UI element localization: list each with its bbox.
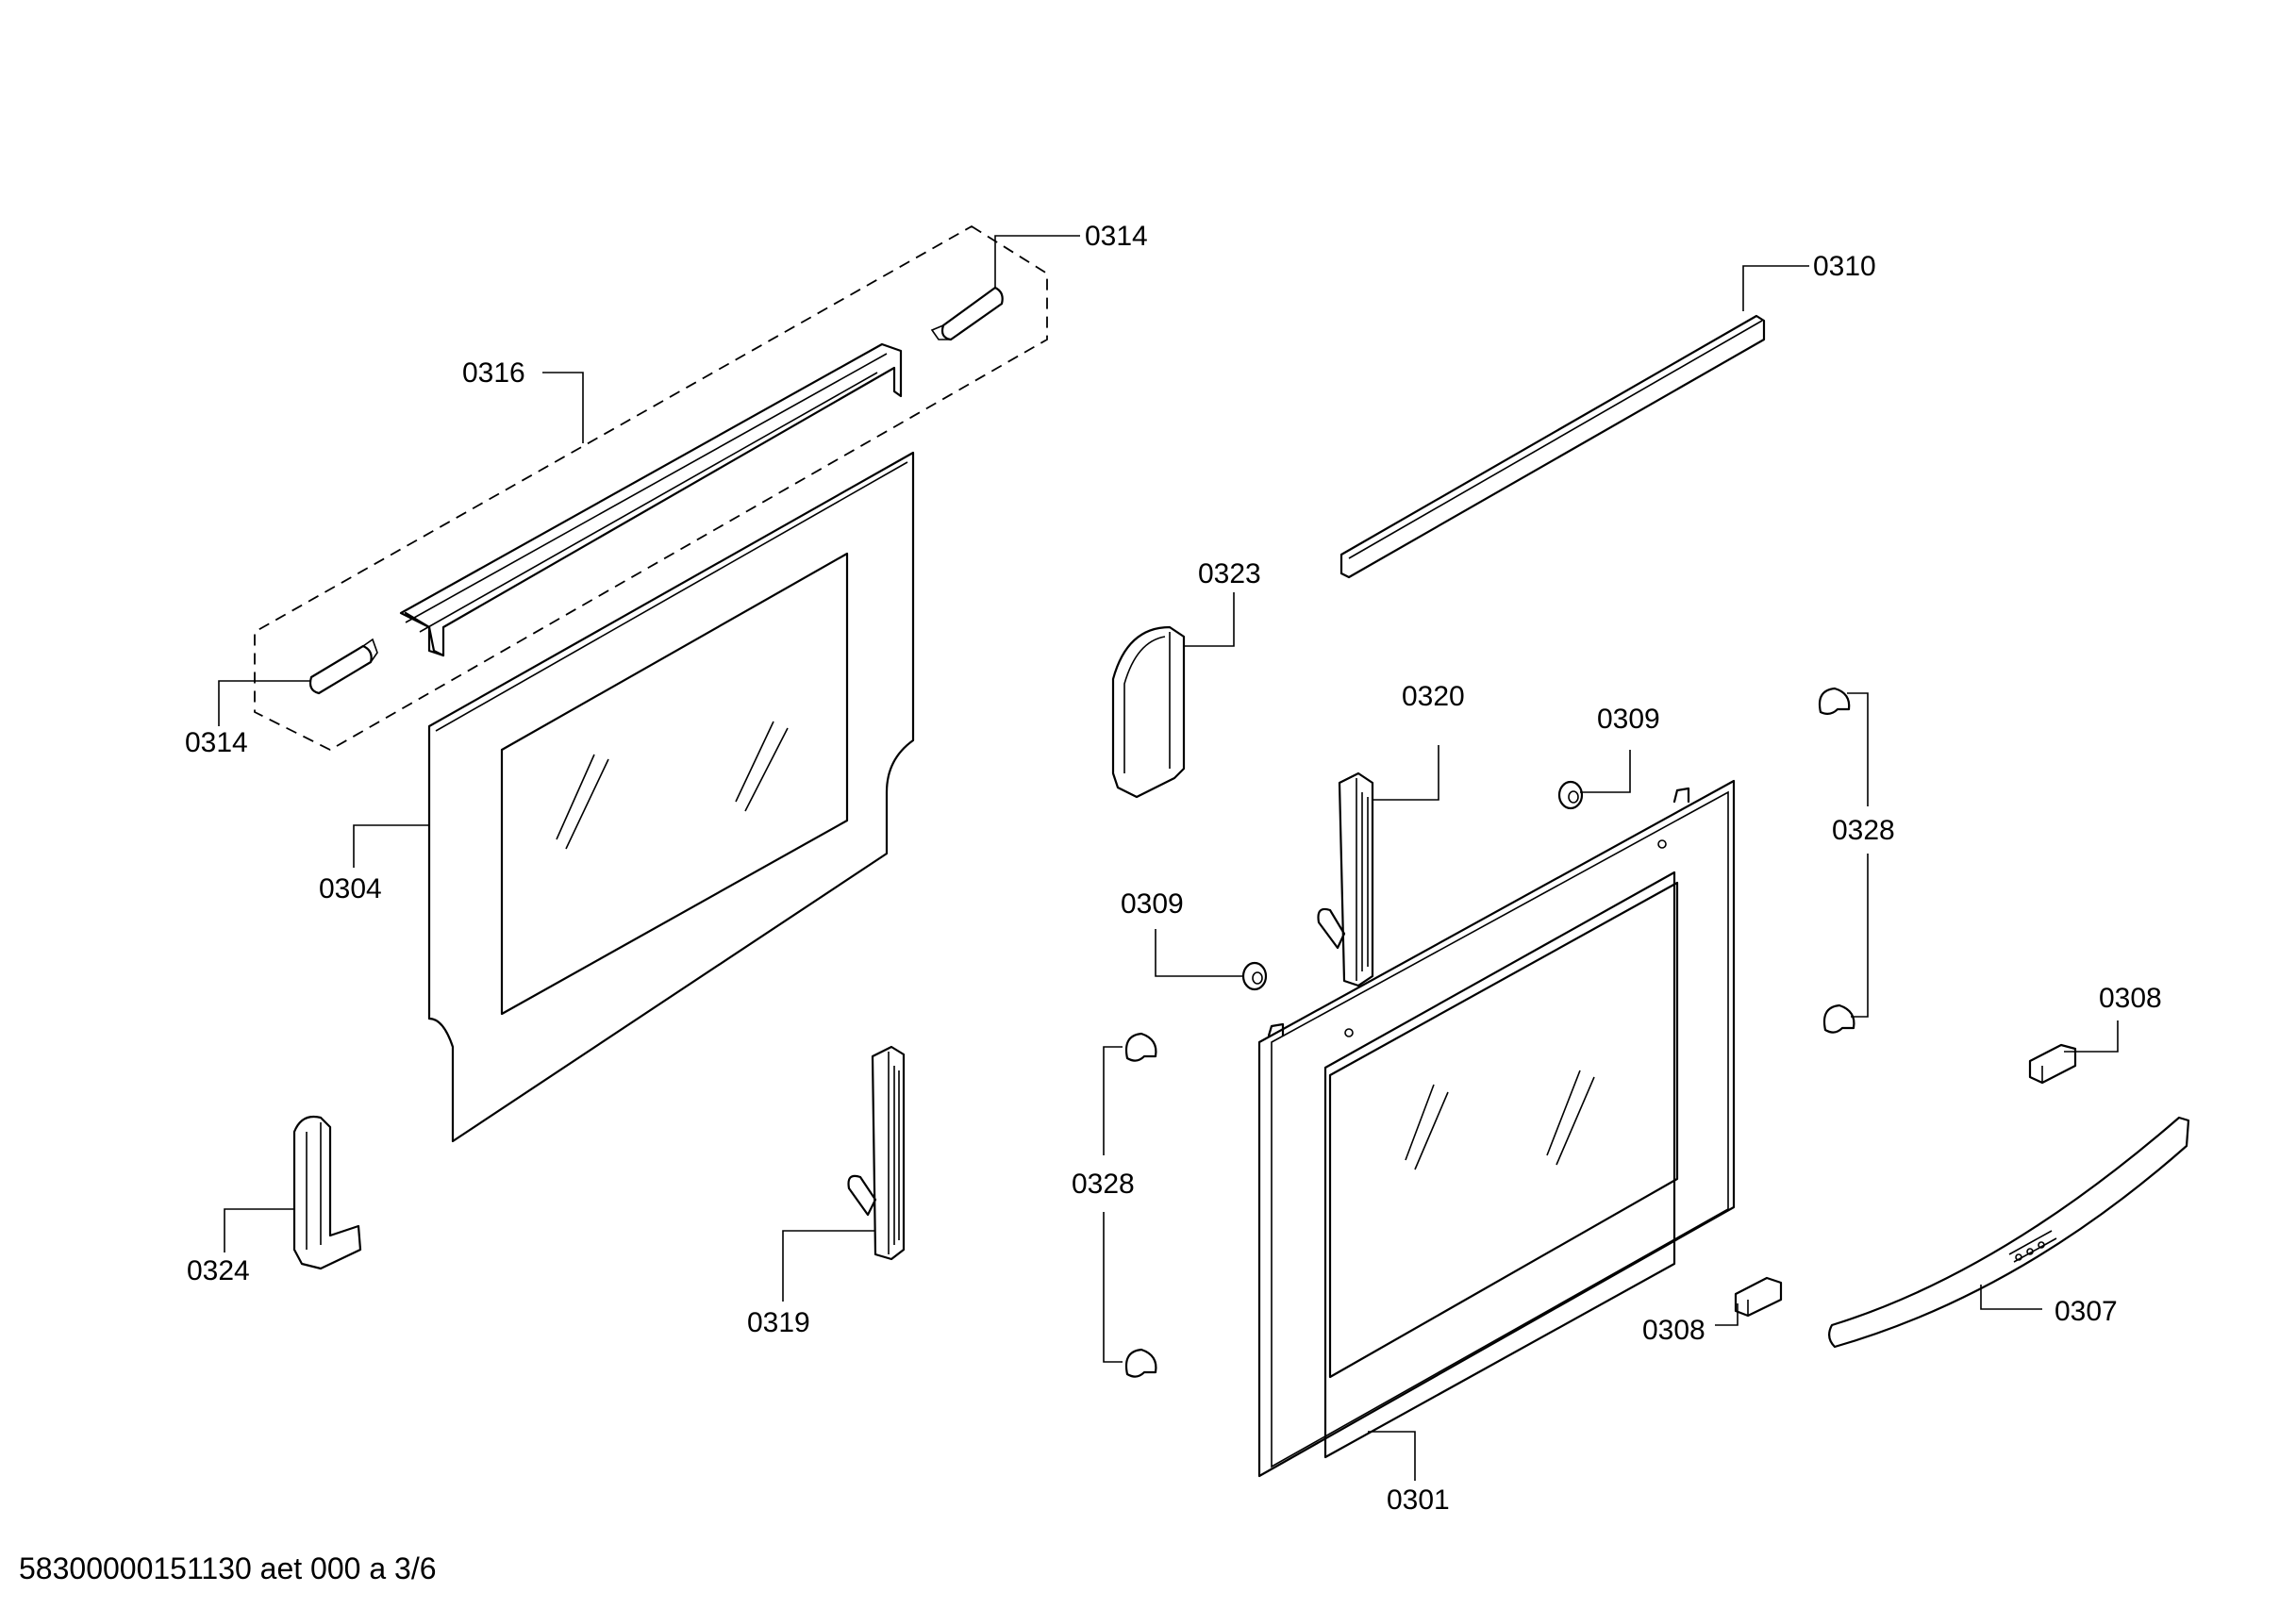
part-0307-door-handle [1828,1116,2190,1349]
leader-lines [218,235,2119,1481]
label-0308-right: 0308 [2099,983,2162,1014]
label-0307: 0307 [2055,1296,2118,1327]
assembly-group-outline [254,224,1048,752]
part-0328-clip-right-top [1818,687,1851,716]
label-0308-bottom: 0308 [1642,1315,1705,1346]
label-0304: 0304 [319,873,382,904]
part-0319-hinge-left [847,1045,906,1261]
label-0314-left: 0314 [185,727,248,758]
part-0316-door-rail [399,342,903,657]
part-0314-pin-bottom [308,638,378,695]
label-0328-right: 0328 [1832,815,1895,846]
label-0310: 0310 [1813,251,1876,282]
label-0301: 0301 [1387,1485,1450,1516]
part-0320-hinge-right [1317,771,1374,987]
label-0328-left: 0328 [1072,1169,1135,1200]
label-0319: 0319 [747,1307,810,1338]
label-0309-top: 0309 [1597,704,1660,735]
part-0328-clip-left-bottom [1124,1348,1157,1378]
part-0304-inner-door-panel [427,451,915,1143]
part-0310-top-bar [1339,314,1766,579]
label-0324: 0324 [187,1255,250,1286]
part-0328-clip-left-top [1124,1032,1157,1062]
label-0309-left: 0309 [1121,888,1184,920]
part-0328-clip-right-bottom [1822,1004,1855,1034]
part-0314-pin-top [930,286,1004,341]
label-0323: 0323 [1198,558,1261,589]
label-0316: 0316 [462,357,525,389]
part-0308-end-cap-right [2028,1043,2077,1085]
label-0314-top: 0314 [1085,221,1148,252]
part-0308-end-cap-bottom [1734,1276,1783,1318]
part-0309-spacer-top [1557,780,1584,810]
part-0309-spacer-left [1241,961,1268,991]
label-0320: 0320 [1402,681,1465,712]
part-0301-outer-door-glass [1257,779,1736,1478]
part-0323-hinge-bracket [1111,625,1186,799]
part-0324-bracket [292,1115,362,1270]
drawing-reference-footer: 58300000151130 aet 000 a 3/6 [19,1551,437,1585]
